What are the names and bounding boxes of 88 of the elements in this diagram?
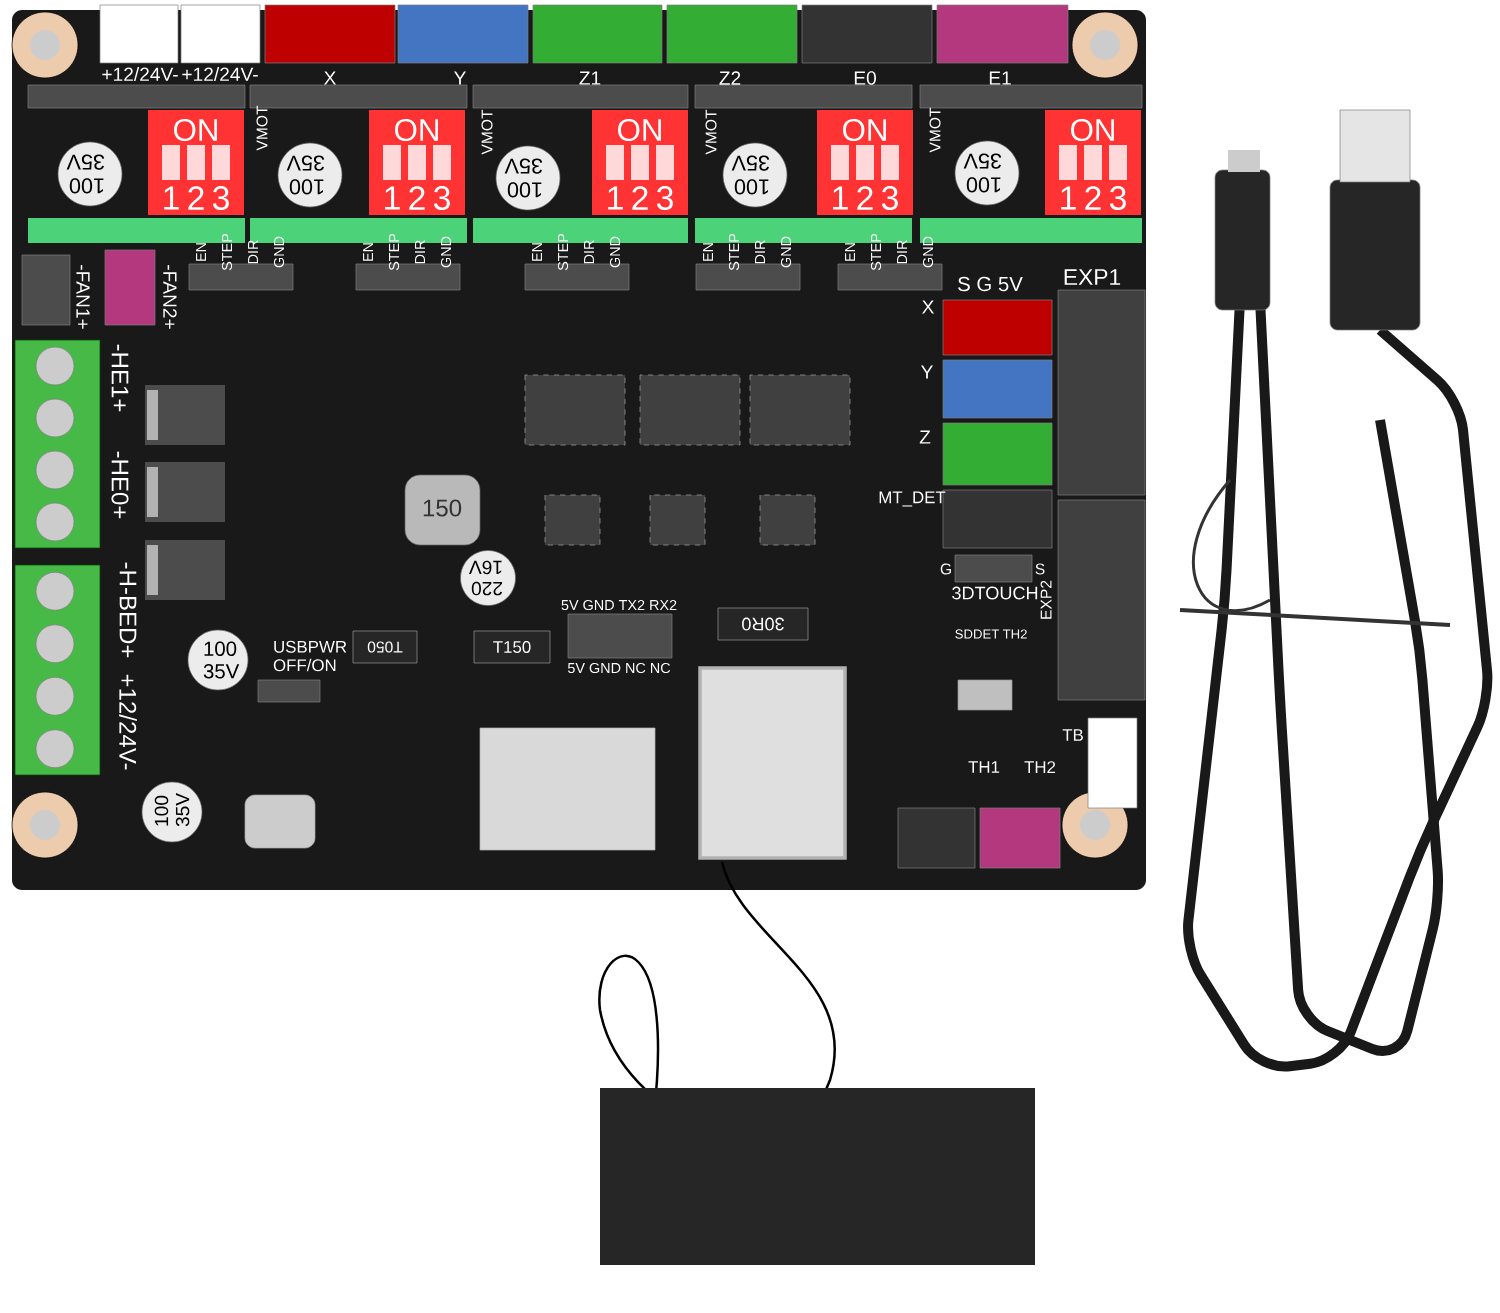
silkscreen-label: VMOT — [929, 107, 941, 153]
silkscreen-label: VMOT — [481, 109, 493, 155]
silkscreen-label: -FAN2+ — [163, 265, 177, 329]
silkscreen-label: DIR — [248, 240, 258, 264]
silkscreen-label: STEP — [221, 233, 233, 271]
silkscreen-label: STEP — [557, 233, 569, 271]
silkscreen-label: STEP — [728, 233, 740, 271]
switch-label: 2 — [409, 186, 425, 210]
silkscreen-label: GND — [273, 236, 285, 268]
silkscreen-label: MT_DET — [879, 491, 946, 507]
switch-label: ON — [1071, 118, 1114, 142]
silkscreen-label: G — [940, 563, 951, 575]
silkscreen-label: EN — [845, 243, 855, 261]
silkscreen-label: STEP — [870, 233, 882, 271]
silkscreen-label: TH1 — [968, 761, 1000, 773]
silkscreen-label: DIR — [584, 240, 594, 264]
silkscreen-label: -FAN1+ — [76, 265, 90, 329]
silkscreen-label: EXP1 — [1064, 269, 1121, 285]
switch-label: ON — [174, 118, 217, 142]
switch-label: 2 — [857, 186, 873, 210]
capacitor-marking: 220 16V — [469, 560, 503, 596]
silkscreen-label: VMOT — [256, 105, 268, 151]
switch-label: ON — [843, 118, 886, 142]
silkscreen-label: X — [922, 300, 934, 314]
switch-label: 3 — [881, 186, 898, 210]
switch-label: 2 — [632, 186, 648, 210]
silkscreen-label: 5V GND TX2 RX2 — [561, 599, 677, 611]
resistor-marking: T050 — [367, 641, 403, 653]
silkscreen-label: S G 5V — [958, 276, 1023, 292]
capacitor-marking: 100 35V — [286, 155, 325, 195]
silkscreen-label: 3DTOUCH — [952, 586, 1038, 600]
switch-label: 3 — [212, 186, 229, 210]
capacitor-marking: 100 35V — [963, 153, 1002, 193]
capacitor-marking: 100 35V — [504, 158, 543, 198]
resistor-marking: T150 — [493, 641, 531, 653]
switch-label: 1 — [164, 186, 179, 210]
silkscreen-label: -HE1+ — [111, 344, 129, 412]
silkscreen-label: DIR — [897, 240, 907, 264]
silkscreen-label: -HE0+ — [111, 451, 129, 519]
silkscreen-label: S — [1035, 563, 1045, 575]
silkscreen-label: STEP — [388, 233, 400, 271]
switch-label: 2 — [1085, 186, 1101, 210]
silkscreen-label: Z1 — [579, 71, 601, 85]
silkscreen-label: +12/24V- — [102, 66, 178, 82]
silkscreen-label: GND — [780, 236, 792, 268]
silkscreen-label: E1 — [989, 71, 1011, 85]
silkscreen-label: EN — [703, 243, 713, 261]
resistor-marking: 30R0 — [742, 617, 784, 631]
silkscreen-label: X — [324, 71, 336, 85]
switch-label: 1 — [608, 186, 623, 210]
capacitor-marking: 100 35V — [66, 154, 105, 194]
silkscreen-label: USBPWR OFF/ON — [273, 640, 347, 672]
switch-label: 1 — [385, 186, 400, 210]
silkscreen-label: GND — [609, 236, 621, 268]
silkscreen-label: TB — [1062, 729, 1083, 741]
silkscreen-label: GND — [440, 236, 452, 268]
switch-label: 1 — [1061, 186, 1076, 210]
inductor-marking: 150 — [423, 499, 462, 517]
silkscreen-label: +12/24V- — [119, 674, 137, 770]
switch-label: 3 — [1109, 186, 1126, 210]
silkscreen-label: EN — [532, 243, 542, 261]
capacitor-marking: 100 35V — [154, 793, 190, 827]
silkscreen-label: Y — [454, 71, 466, 85]
switch-label: ON — [618, 118, 661, 142]
switch-label: 2 — [188, 186, 204, 210]
silkscreen-label: +12/24V- — [182, 66, 258, 82]
switch-label: 1 — [833, 186, 848, 210]
silkscreen-label: E0 — [854, 71, 876, 85]
silkscreen-label: Z2 — [719, 71, 741, 85]
silkscreen-label: SDDET — [955, 629, 1000, 639]
silkscreen-label: VMOT — [705, 109, 717, 155]
silkscreen-label: GND — [922, 236, 934, 268]
switch-label: 3 — [433, 186, 450, 210]
capacitor-marking: 100 35V — [203, 641, 240, 679]
silkscreen-label: TH2 — [1002, 629, 1027, 639]
silkscreen-label: EXP2 — [1040, 580, 1052, 619]
switch-label: 3 — [656, 186, 673, 210]
silkscreen-label: TH2 — [1024, 761, 1056, 773]
silkscreen-label: EN — [363, 243, 373, 261]
silkscreen-label: EN — [196, 243, 206, 261]
silkscreen-label: -H-BED+ — [119, 562, 137, 658]
switch-label: ON — [395, 118, 438, 142]
silkscreen-label: DIR — [755, 240, 765, 264]
silkscreen-label: 5V GND NC NC — [567, 662, 671, 674]
silkscreen-label: Z — [919, 430, 931, 444]
capacitor-marking: 100 35V — [731, 155, 770, 195]
silkscreen-label: DIR — [415, 240, 425, 264]
silkscreen-label: Y — [921, 365, 933, 379]
